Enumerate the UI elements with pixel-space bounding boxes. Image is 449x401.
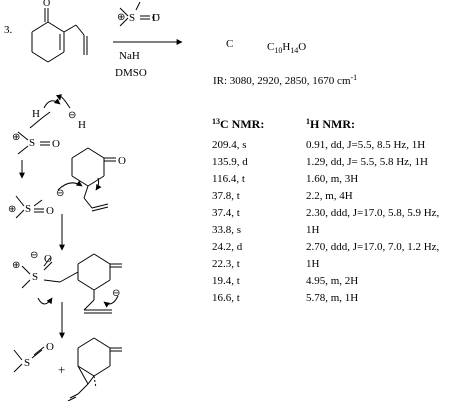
salt-sulfur-label: S [29,137,35,149]
product-label: C [226,38,234,50]
ylide-sulfur-label: S [25,203,31,215]
starting-enone [31,8,88,63]
ylide-formation [17,94,71,179]
h1-row: 2.70, ddd, J=17.0, 7.0, 1.2 Hz, [306,241,440,253]
dmso-product [13,346,45,373]
c13-isotope: 13 [212,117,220,126]
h1-row: 5.78, m, 1H [306,292,359,304]
h1-row: 1.29, dd, J= 5.5, 5.8 Hz, 1H [306,156,429,168]
iodide-symbol: I [152,12,156,24]
h1-row: 1.60, m, 3H [306,173,359,185]
formula-carbon-count: 10 [274,46,283,55]
c13-row: 37.4, t [212,207,240,219]
sulfoxonium-reagent [119,1,150,27]
h1-title: H NMR: [310,117,355,131]
acceptor-oxygen-label: O [118,155,126,167]
hydroxide-hydrogen-label: H [78,119,86,131]
salt-sulfur-charge: ⊕ [12,132,20,143]
enone-acceptor [57,147,116,212]
c13-nmr-header: 13C NMR: [212,117,265,132]
c13-row: 37.8, t [212,190,240,202]
enolate-oxygen-charge: ⊖ [30,250,38,261]
c13-row: 135.9, d [212,156,248,168]
c13-row: 24.2, d [212,241,243,253]
enolate-intermediate [21,253,122,339]
salt-oxygen-label: O [52,138,60,150]
hydroxide-charge: ⊖ [68,110,76,121]
iodide-charge: − [155,10,161,19]
h1-row: 0.91, dd, J=5.5, 8.5 Hz, 1H [306,139,426,151]
enolate-sulfur-label: S [32,271,38,283]
product-plus-sign: + [58,362,65,377]
formula-hydrogen-count: 14 [290,46,299,55]
ir-data: IR: 3080, 2920, 2850, 1670 cm-1 [213,73,358,88]
h1-nmr-header: 1H NMR: [306,117,355,132]
formula-carbon: C [267,41,275,53]
c13-title: C NMR: [220,117,265,131]
ir-values: IR: 3080, 2920, 2850, 1670 cm [213,75,351,87]
reagent-sulfur: S [129,12,135,24]
reagent-nah: NaH [119,50,140,62]
molecular-formula: C10H14O [267,41,307,55]
formula-oxygen: O [298,41,307,53]
enolate-oxygen-label: O [44,253,52,265]
h1-row: 1H [306,224,320,236]
c13-row: 116.4, t [212,173,245,185]
c13-row: 22.3, t [212,258,240,270]
dmso-oxygen-label: O [46,341,54,353]
ylide-carbon-charge: ⊖ [56,188,64,199]
formula-hydrogen: H [282,41,291,53]
ylide-sulfur-charge: ⊕ [8,204,16,215]
enolate-sulfur-charge: ⊕ [12,260,20,271]
carbanion-charge: ⊖ [112,288,120,299]
reagent-sulfur-charge: ⊕ [117,12,125,23]
h1-isotope: 1 [306,117,310,126]
h1-row: 2.30, ddd, J=17.0, 5.8, 5.9 Hz, [306,207,440,219]
ylide-oxygen-label: O [46,205,54,217]
bicyclic-ketone-product [67,337,122,401]
hydrogen-label: H [32,108,40,120]
reagent-oxygen: O [152,12,160,24]
ir-unit-exponent: -1 [350,73,358,82]
c13-row: 33.8, s [212,224,242,236]
c13-row: 19.4, t [212,275,240,287]
reagent-dmso: DMSO [115,67,147,79]
h1-row: 4.95, m, 2H [306,275,359,287]
iodide-counterion: I− [152,10,161,25]
h1-row: 2.2, m, 4H [306,190,353,202]
free-ylide [15,195,65,251]
c13-row: 209.4, s [212,139,247,151]
dmso-sulfur-label: S [24,357,30,369]
problem-number: 3. [4,24,13,36]
h1-row: 1H [306,258,320,270]
c13-row: 16.6, t [212,292,240,304]
enone-oxygen-label: O [43,0,50,9]
